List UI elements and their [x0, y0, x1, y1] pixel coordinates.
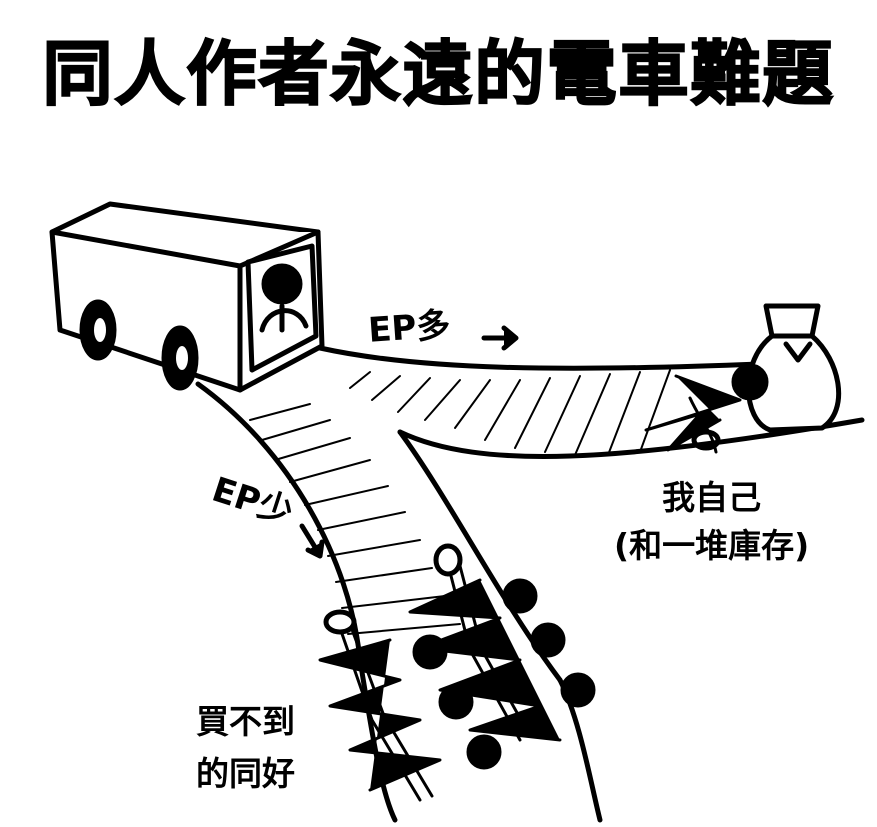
- self-label-line2: (和一堆庫存): [614, 526, 810, 565]
- fans-label-line1: 買不到: [196, 702, 295, 741]
- track-illustration: [195, 345, 865, 823]
- fans-label-line2: 的同好: [196, 754, 295, 793]
- arrow-right-icon: [481, 325, 519, 351]
- more-ep-label: EP多: [366, 305, 452, 351]
- self-label: 我自己 (和一堆庫存): [614, 474, 809, 570]
- tied-person-icon: [644, 363, 769, 454]
- fans-label: 買不到 的同好: [196, 696, 295, 800]
- page-title: 同人作者永遠的電車難題: [42, 32, 835, 116]
- arrow-down-icon: [299, 523, 325, 559]
- self-label-line1: 我自己: [662, 478, 762, 517]
- tied-crowd-icon: [318, 543, 596, 802]
- driver-icon: [259, 263, 309, 333]
